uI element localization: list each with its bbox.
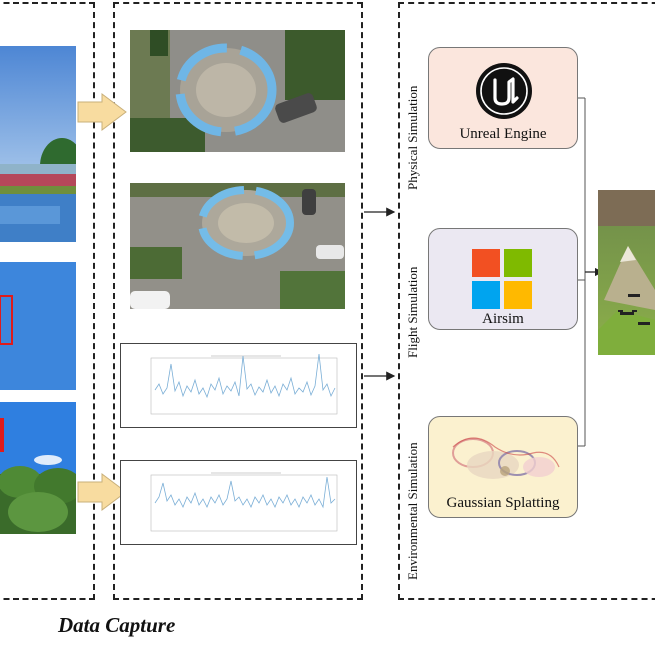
unreal-engine-card: Unreal Engine [428,47,578,149]
data-capture-center-box [113,2,363,600]
sky-photo-with-red-box [0,262,76,390]
trees-photo-with-red-box [0,402,76,534]
aerial-photo-bottom [130,183,345,309]
gaussian-splatting-card: Gaussian Splatting [428,416,578,518]
connector-arrows [364,207,396,381]
flight-simulation-label: Flight Simulation [405,266,420,358]
airsim-label: Airsim [482,311,524,327]
yellow-arrow-bottom [77,473,127,511]
environmental-simulation-label: Environmental Simulation [405,442,420,580]
airsim-card: Airsim [428,228,578,330]
gaussian-splatting-label: Gaussian Splatting [446,495,560,511]
unreal-engine-icon [476,63,532,119]
data-capture-left-box [0,2,95,600]
simulation-box [398,2,655,600]
signal-line-top [154,353,336,399]
gaussian-splat-icon [452,437,560,479]
sensor-signal-plot-top [120,343,357,428]
simulated-drone-environment-render [598,190,655,355]
yellow-arrow-top [77,93,127,131]
sensor-signal-plot-bottom [120,460,357,545]
signal-line-bottom [154,476,336,509]
data-capture-caption: Data Capture [58,613,176,637]
aerial-photo-top [130,30,345,152]
windows-logo-icon [472,249,532,309]
unreal-engine-label: Unreal Engine [459,126,547,142]
coastal-scene-photo [0,46,76,242]
physical-simulation-label: Physical Simulation [405,85,420,190]
